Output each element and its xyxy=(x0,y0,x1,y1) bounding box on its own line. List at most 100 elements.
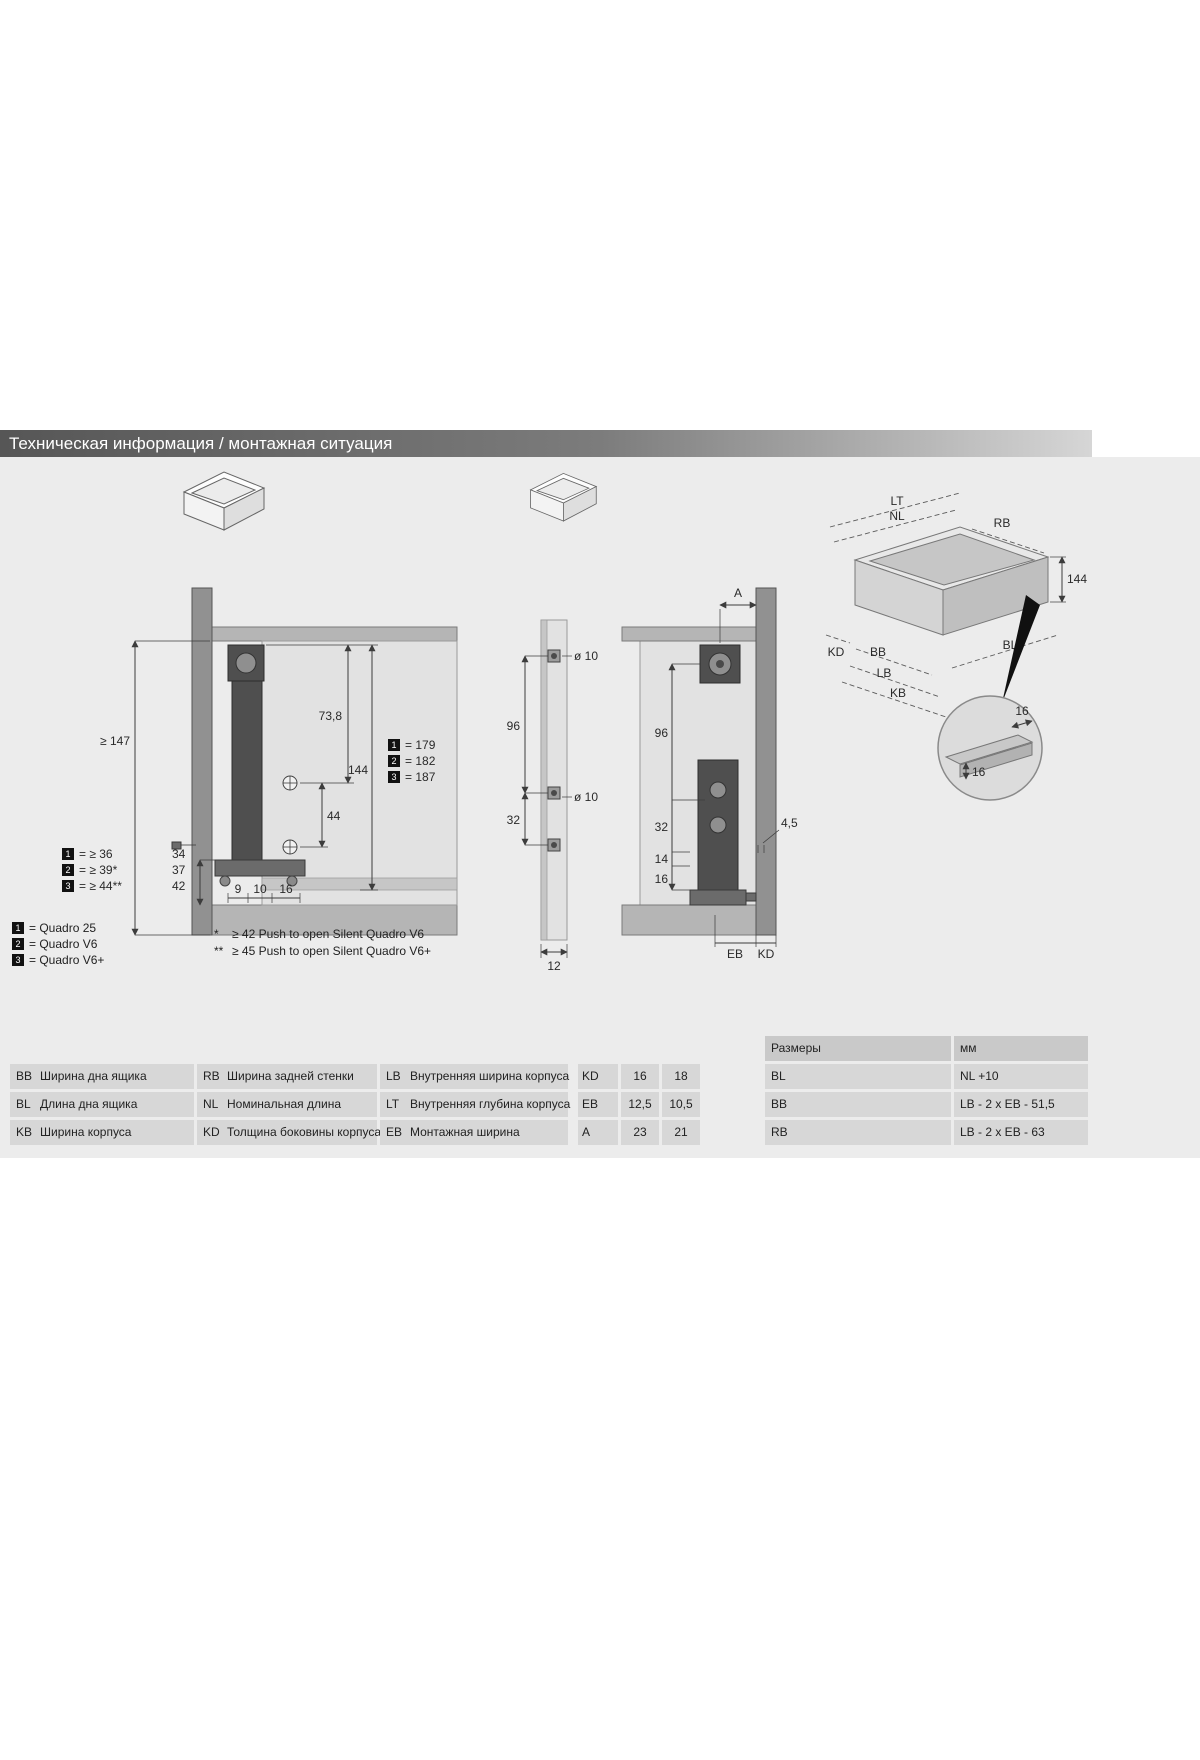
cabinet-structure xyxy=(191,587,458,936)
side-mounting-drawing: ≥ 147 73,8 144 44 9 10 16 1 = ≥ 36 34 2 … xyxy=(62,587,458,936)
height-row-1-label: = 179 xyxy=(405,738,436,752)
dim-96-label: 96 xyxy=(655,726,669,740)
abbrev-desc: Ширина задней стенки xyxy=(227,1069,354,1083)
rear-mechanism xyxy=(689,759,757,906)
screw-symbol-bottom xyxy=(282,839,298,855)
drill-holes xyxy=(547,649,561,852)
dim-LT-label: LT xyxy=(890,494,904,508)
abbrev-code: EB xyxy=(386,1125,403,1139)
badge-1-icon: 1 xyxy=(391,740,396,750)
legend-row-quadro-25: 1 = Quadro 25 xyxy=(12,920,104,936)
dim-16-label: 16 xyxy=(279,882,293,896)
abbrev-code: RB xyxy=(203,1069,220,1083)
badge-2-icon: 2 xyxy=(12,938,24,950)
badge-1-icon: 1 xyxy=(12,922,24,934)
formula-name: BL xyxy=(765,1064,951,1089)
footnotes: * ≥ 42 Push to open Silent Quadro V6 ** ≥ … xyxy=(214,926,431,960)
dim-RB-label: RB xyxy=(994,516,1011,530)
formula-header-name: Размеры xyxy=(765,1036,951,1061)
dim-LB-label: LB xyxy=(877,666,892,680)
abbrev-desc: Номинальная длина xyxy=(227,1097,341,1111)
legend-label: = Quadro V6+ xyxy=(29,953,105,967)
dim-144-label: 144 xyxy=(1067,572,1087,586)
min-row-2-value: 37 xyxy=(172,863,186,877)
footnote-mark: * xyxy=(214,927,219,941)
abbrev-code: KB xyxy=(16,1125,33,1139)
formula-name: BB xyxy=(765,1092,951,1117)
dim-EB-label: EB xyxy=(727,947,743,961)
min-row-1-label: = ≥ 36 xyxy=(79,847,113,861)
dim-4-5-label: 4,5 xyxy=(781,816,798,830)
dim-KD-label: KD xyxy=(828,645,845,659)
min-row-2-label: = ≥ 39* xyxy=(79,863,118,877)
dim-10-label: 10 xyxy=(253,882,267,896)
system-height-rows: 1 = 179 2 = 182 3 = 187 xyxy=(388,738,436,784)
abbrev-desc: Толщина боковины корпуса xyxy=(227,1125,382,1139)
badge-1-icon: 1 xyxy=(65,849,70,859)
values-v1: 16 xyxy=(621,1064,659,1089)
formula-value: LB - 2 x EB - 51,5 xyxy=(954,1092,1088,1117)
open-drawer-sketch-icon xyxy=(182,471,266,531)
legend-label: = Quadro 25 xyxy=(29,921,97,935)
dim-32-label: 32 xyxy=(655,820,669,834)
footnote-text: ≥ 45 Push to open Silent Quadro V6+ xyxy=(232,944,432,958)
legend-row-quadro-v6plus: 3= Quadro V6+ xyxy=(12,952,104,968)
section-title: Техническая информация / монтажная ситуа… xyxy=(9,434,393,453)
abbrev-cell-lt: LT Внутренняя глубина корпуса xyxy=(380,1092,571,1117)
dim-12-label: 12 xyxy=(547,959,561,973)
iso-dimension-lines xyxy=(825,492,1066,720)
abbrev-code: BL xyxy=(16,1097,31,1111)
abbrev-desc: Монтажная ширина xyxy=(410,1125,520,1139)
values-v2: 21 xyxy=(662,1120,700,1145)
height-row-2-label: = 182 xyxy=(405,754,436,768)
dimension-lines xyxy=(131,640,378,936)
abbrev-cell-lb: LB Внутренняя ширина корпуса xyxy=(380,1064,570,1089)
dim-9-label: 9 xyxy=(235,882,242,896)
abbrev-desc: Ширина корпуса xyxy=(40,1125,132,1139)
min-row-3-value: 42 xyxy=(172,879,186,893)
dim-16-label: 16 xyxy=(655,872,669,886)
legend-row-quadro-v6: 2= Quadro V6 xyxy=(12,936,104,952)
values-abbr: KD xyxy=(578,1064,618,1089)
badge-2-icon: 2 xyxy=(391,756,396,766)
hole-diameter-mid-label: ø 10 xyxy=(574,790,598,804)
slide-mechanism xyxy=(171,644,306,887)
min-row-1-value: 34 xyxy=(172,847,186,861)
footnote-text: ≥ 42 Push to open Silent Quadro V6 xyxy=(232,927,425,941)
abbrev-cell-nl: NL Номинальная длина xyxy=(197,1092,377,1117)
dim-A-label: A xyxy=(734,586,742,600)
hole-diameter-top-label: ø 10 xyxy=(574,649,598,663)
front-bracket-mounting-drawing: A 96 32 14 16 4,5 EB KD xyxy=(621,586,798,961)
abbrev-cell-kb: KB Ширина корпуса xyxy=(10,1120,194,1145)
detail-dim-16-side-label: 16 xyxy=(972,765,986,779)
dim-14-label: 14 xyxy=(655,852,669,866)
dim-BL-label: BL xyxy=(1003,638,1018,652)
isometric-drawer-drawing: LT NL RB 144 KD BB BL LB KB 16 16 xyxy=(825,492,1087,801)
min-clearance-rows: 1 = ≥ 36 34 2 = ≥ 39* 37 3 = ≥ 44** 42 xyxy=(62,847,186,893)
model-legend: 1 = Quadro 25 2= Quadro V6 3= Quadro V6+ xyxy=(12,920,104,968)
inner-drawer-sketch-icon xyxy=(529,472,598,522)
detail-callout: 16 16 xyxy=(937,595,1043,801)
abbrev-desc: Внутренняя глубина корпуса xyxy=(410,1097,571,1111)
badge-3-icon: 3 xyxy=(391,772,396,782)
abbrev-code: NL xyxy=(203,1097,219,1111)
dimensions-formula-table: Размеры мм BL NL +10 BB LB - 2 x EB - 51… xyxy=(765,1036,1088,1145)
formula-name: RB xyxy=(765,1120,951,1145)
formula-value: NL +10 xyxy=(954,1064,1088,1089)
abbrev-cell-rb: RB Ширина задней стенки xyxy=(197,1064,377,1089)
dim-NL-label: NL xyxy=(889,509,905,523)
detail-dim-16-top-label: 16 xyxy=(1015,704,1029,718)
abbrev-desc: Длина дна ящика xyxy=(40,1097,138,1111)
footnote-mark: ** xyxy=(214,944,224,958)
footnote-2: ** ≥ 45 Push to open Silent Quadro V6+ xyxy=(214,943,431,960)
abbrev-code: LT xyxy=(386,1097,400,1111)
dim-73-8-label: 73,8 xyxy=(319,709,343,723)
abbrev-code: LB xyxy=(386,1069,401,1083)
rear-panel-drilling-drawing: ø 10 96 ø 10 32 12 xyxy=(507,619,598,973)
abbrev-desc: Внутренняя ширина корпуса xyxy=(410,1069,570,1083)
badge-2-icon: 2 xyxy=(65,865,70,875)
screw-symbol-top xyxy=(282,775,298,791)
